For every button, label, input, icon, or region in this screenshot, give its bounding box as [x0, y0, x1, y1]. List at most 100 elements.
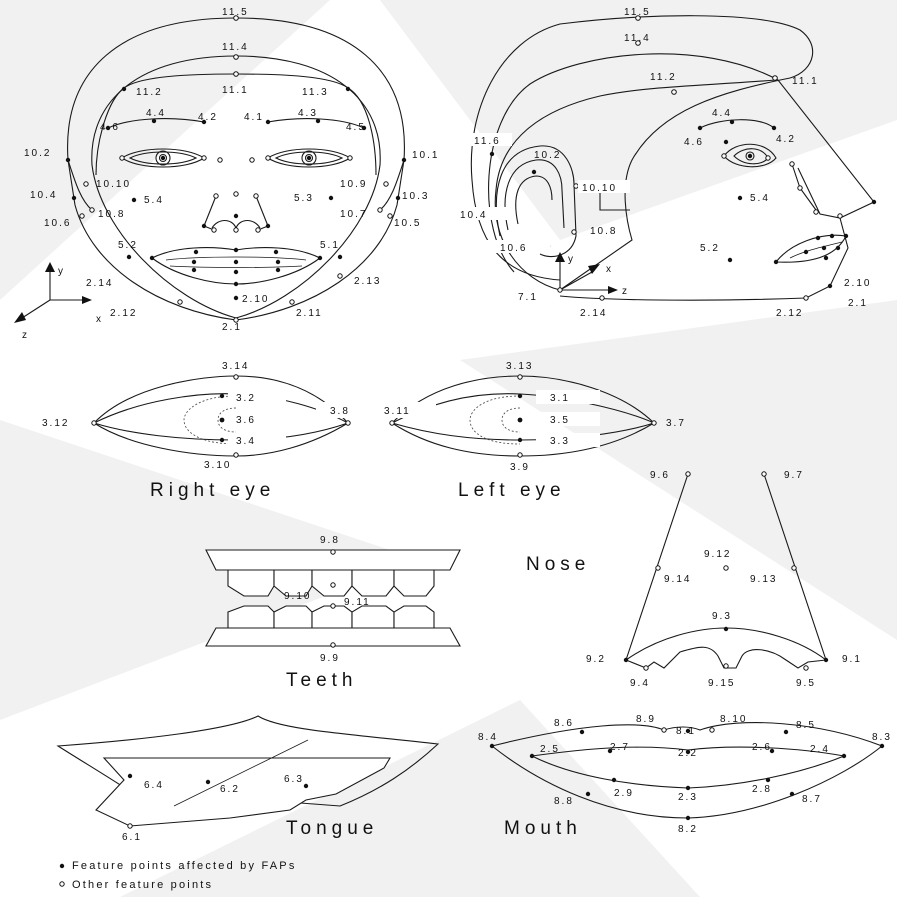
feature-point-affected: [836, 246, 840, 250]
fp-label: 8.9: [636, 714, 656, 725]
feature-point-other: [766, 156, 770, 160]
feature-point-other: [558, 288, 562, 292]
fp-label: 3.4: [236, 436, 256, 447]
fp-label: 3.14: [222, 361, 249, 372]
axis-label-y: y: [568, 254, 575, 265]
feature-point-other: [178, 300, 182, 304]
fp-label: 9.11: [344, 597, 371, 608]
feature-point-affected: [804, 250, 808, 254]
feature-point-other: [234, 453, 238, 457]
fp-label: 8.6: [554, 718, 574, 729]
fp-label: 9.8: [320, 535, 340, 546]
feature-point-affected: [274, 250, 278, 254]
feature-point-other: [762, 472, 766, 476]
feature-point-affected: [234, 296, 238, 300]
feature-point-other: [792, 566, 796, 570]
fp-label: 8.10: [720, 714, 747, 725]
feature-point-affected: [490, 152, 494, 156]
fp-label: 4.4: [146, 108, 166, 119]
feature-point-affected: [234, 282, 238, 286]
fp-label: 9.7: [784, 470, 804, 481]
feature-point-other: [600, 296, 604, 300]
feature-point-affected: [150, 256, 154, 260]
fp-label: 8.8: [554, 796, 574, 807]
fp-label: 3.8: [330, 406, 350, 417]
feature-point-affected: [822, 246, 826, 250]
fp-label: 9.4: [630, 678, 650, 689]
feature-point-other: [202, 156, 206, 160]
feature-point-other: [290, 300, 294, 304]
feature-point-affected: [128, 774, 132, 778]
fp-label: 9.2: [586, 654, 606, 665]
fp-label: 4.3: [298, 108, 318, 119]
feature-point-other: [388, 214, 392, 218]
fp-label: 5.4: [750, 193, 770, 204]
fp-label: 3.12: [42, 418, 69, 429]
feature-point-other: [773, 76, 778, 81]
fp-label: 10.2: [24, 148, 51, 159]
feature-point-other: [724, 664, 728, 668]
fp-label: 4.6: [100, 122, 120, 133]
feature-point-affected: [844, 234, 848, 238]
feature-point-affected: [586, 792, 590, 796]
fp-label: 5.1: [320, 240, 340, 251]
teeth-diagram: 9.8 9.10 9.11 9.9 Teeth: [206, 535, 460, 691]
fp-label: 5.2: [700, 243, 720, 254]
feature-point-other: [250, 158, 254, 162]
feature-point-other: [814, 210, 818, 214]
feature-point-affected: [127, 255, 131, 259]
fp-label: 2.6: [752, 742, 772, 753]
feature-point-other: [338, 274, 342, 278]
feature-point-affected: [161, 156, 165, 160]
tongue-title: Tongue: [286, 818, 378, 839]
feature-point-affected: [612, 778, 616, 782]
feature-point-other: [218, 158, 222, 162]
feature-point-other: [518, 453, 522, 457]
fp-label: 2.1: [222, 322, 242, 333]
feature-point-other: [234, 72, 239, 77]
fp-label: 10.8: [98, 209, 125, 220]
feature-point-other: [804, 296, 808, 300]
feature-point-affected: [329, 196, 333, 200]
feature-point-affected: [202, 224, 206, 228]
fp-label: 10.7: [340, 209, 367, 220]
feature-point-affected: [530, 754, 534, 758]
fp-label: 10.1: [412, 150, 439, 161]
feature-point-affected: [490, 744, 494, 748]
feature-point-other: [672, 90, 677, 95]
fp-label: 11.6: [474, 136, 501, 147]
fp-label: 11.1: [792, 76, 819, 87]
fp-label: 10.10: [96, 179, 131, 190]
fp-label: 7.1: [518, 292, 538, 303]
fp-label: 11.1: [222, 85, 249, 96]
fp-label: 9.9: [320, 653, 340, 664]
feature-point-affected: [338, 255, 342, 259]
feature-point-other: [234, 55, 239, 60]
feature-point-affected: [220, 394, 224, 398]
feature-point-affected: [830, 234, 834, 238]
mouth-title: Mouth: [504, 818, 582, 839]
fp-label: 11.3: [302, 87, 329, 98]
feature-point-other: [804, 666, 808, 670]
axis-label-z: z: [22, 330, 29, 341]
axis-label-y: y: [58, 266, 65, 277]
fp-label: 5.4: [144, 195, 164, 206]
feature-point-other: [838, 214, 842, 218]
fp-label: 5.3: [294, 193, 314, 204]
feature-point-other: [234, 192, 238, 196]
feature-point-other: [331, 550, 335, 554]
feature-point-other: [384, 182, 388, 186]
fp-label: 2.9: [614, 788, 634, 799]
fp-label: 9.10: [284, 591, 311, 602]
fp-label: 11.5: [624, 7, 651, 18]
fp-label: 2.3: [678, 792, 698, 803]
fp-label: 4.1: [244, 112, 264, 123]
feature-point-other: [348, 156, 352, 160]
left-eye-title: Left eye: [458, 480, 566, 501]
fp-label: 2.11: [296, 308, 323, 319]
fp-label: 3.10: [204, 460, 231, 471]
feature-point-affected: [316, 119, 320, 123]
feature-point-affected: [234, 270, 238, 274]
feature-point-affected: [748, 154, 752, 158]
